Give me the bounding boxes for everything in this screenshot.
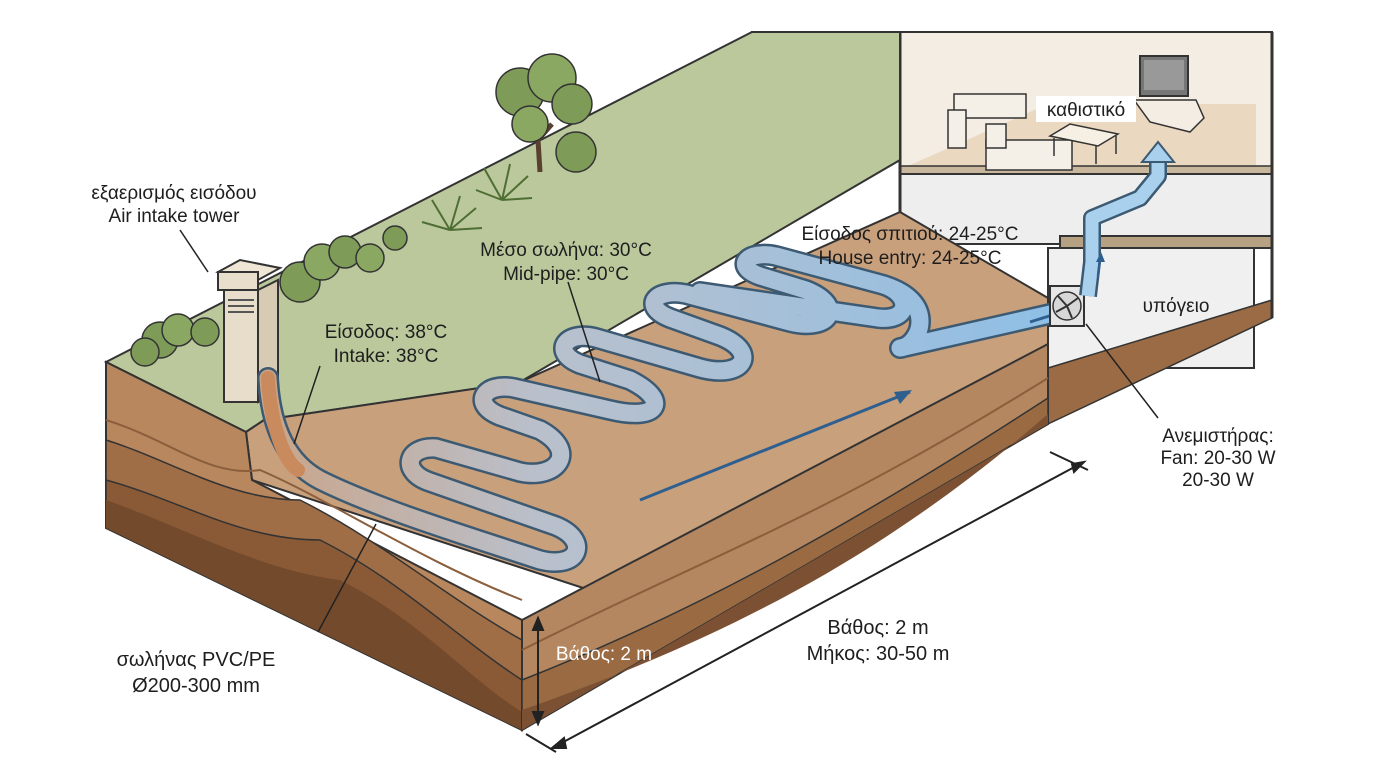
label-depth-side: Βάθος: 2 m [556,644,652,665]
labels: εξαερισμός εισόδου Air intake tower Είσο… [91,96,1276,697]
shrub-icon [130,225,408,367]
label-intake-temp-gr: Είσοδος: 38°C [325,322,448,343]
leader-lines [179,229,1159,633]
label-intake-tower-en: Air intake tower [109,206,241,227]
dimension-lines [525,451,1089,753]
label-intake-temp-en: Intake: 38°C [334,346,439,367]
label-depth-main: Βάθος: 2 m [827,617,928,639]
label-length-main: Μήκος: 30-50 m [807,643,950,665]
label-mid-pipe-gr: Μέσο σωλήνα: 30°C [480,240,652,261]
label-house-entry-gr: Είσοδος σπιτιού: 24-25°C [802,224,1019,245]
supply-duct [1079,140,1177,298]
label-basement: υπόγειο [1143,296,1210,317]
tv-icon [1132,55,1205,133]
living-room-label-bg [1036,96,1136,122]
label-house-entry-en: House entry: 24-25°C [819,248,1002,269]
label-mid-pipe-en: Mid-pipe: 30°C [503,264,629,285]
coffee-table-icon [1047,123,1121,164]
fan-icon [1049,285,1085,327]
label-pipe-gr: σωλήνας PVC/PE [117,649,276,671]
label-fan-w: 20-30 W [1182,470,1254,491]
fern-icon [421,163,533,231]
sofa-icon [947,93,1073,171]
label-intake-tower-gr: εξαερισμός εισόδου [91,183,256,204]
earth-tube-pipe [257,243,1063,573]
soil-cross-section [105,342,1049,732]
label-pipe-diameter: Ø200-300 mm [132,675,260,697]
label-living-room: καθιστικό [1047,100,1125,121]
label-fan-en: Fan: 20-30 W [1160,448,1275,469]
tree-icon [495,53,597,173]
label-fan-gr: Ανεμιστήρας: [1162,426,1274,447]
